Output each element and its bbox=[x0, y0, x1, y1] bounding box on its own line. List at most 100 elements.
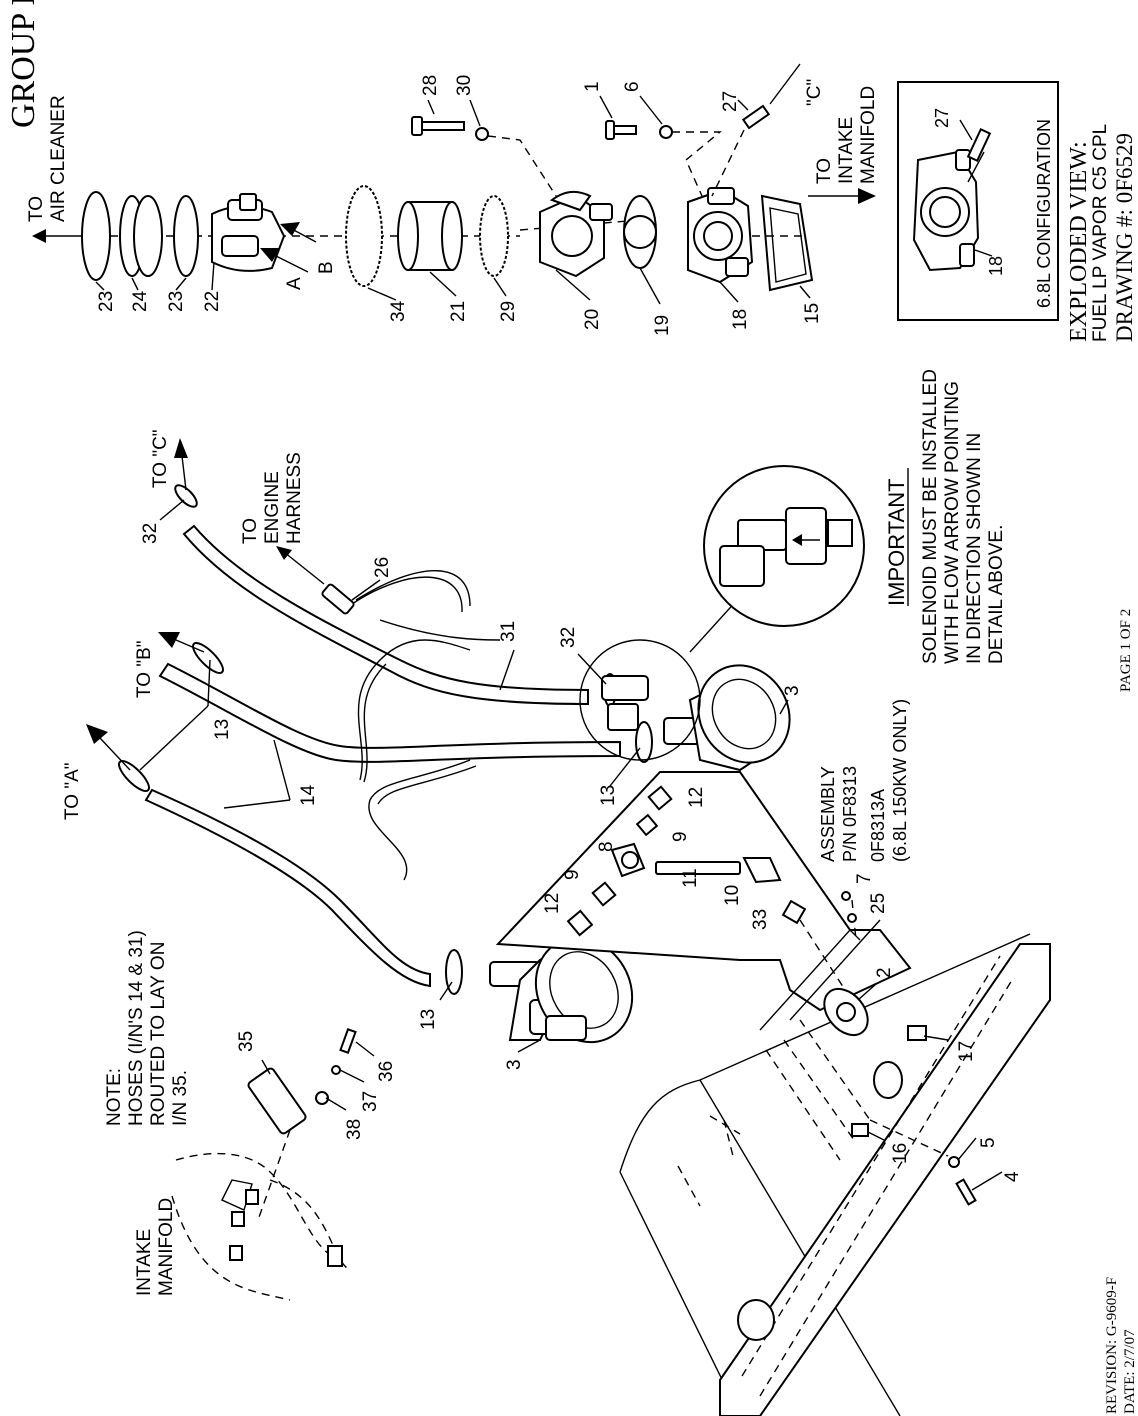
important-4: DETAIL ABOVE. bbox=[986, 525, 1007, 664]
top-leader-lines bbox=[95, 95, 811, 305]
inset-caption: 6.8L CONFIGURATION bbox=[1034, 119, 1054, 308]
important-3: IN DIRECTION SHOWN IN bbox=[964, 433, 985, 664]
solenoid-detail bbox=[689, 465, 865, 653]
part-27: 27 bbox=[720, 91, 741, 112]
important-2: WITH FLOW ARROW POINTING bbox=[942, 381, 963, 664]
part-17: 17 bbox=[956, 1041, 977, 1062]
part-15: 15 bbox=[802, 303, 823, 324]
note-3: ROUTED TO LAY ON bbox=[148, 942, 169, 1126]
part-13b: 13 bbox=[598, 785, 619, 806]
date-label: DATE: 2/7/07 bbox=[1122, 1329, 1138, 1414]
part-34: 34 bbox=[388, 300, 409, 322]
to-harness-2: ENGINE bbox=[262, 471, 283, 544]
inset-part-27: 27 bbox=[932, 108, 952, 128]
part-18: 18 bbox=[730, 309, 751, 330]
to-c: TO "C" bbox=[150, 429, 171, 488]
part-32b: 32 bbox=[558, 627, 579, 648]
part-23b: 23 bbox=[166, 291, 187, 312]
part-20: 20 bbox=[582, 309, 603, 330]
quote-c-label: "C" bbox=[804, 79, 825, 106]
to-air-cleaner-2: AIR CLEANER bbox=[48, 95, 69, 222]
to-air-cleaner-1: TO bbox=[26, 196, 47, 222]
part-22: 22 bbox=[202, 291, 223, 312]
to-intake-1: TO bbox=[814, 158, 835, 184]
part-10: 10 bbox=[722, 885, 743, 906]
note-2: HOSES (I/N'S 14 & 31) bbox=[126, 930, 147, 1126]
part-24: 24 bbox=[130, 290, 151, 312]
part-29: 29 bbox=[498, 301, 519, 322]
part-12b: 12 bbox=[542, 893, 563, 914]
part-6: 6 bbox=[622, 81, 643, 92]
important-1: SOLENOID MUST BE INSTALLED bbox=[920, 369, 941, 664]
middle-callouts: TO "A" TO "B" TO "C" TO ENGINE HARNESS I… bbox=[62, 429, 305, 1296]
lower-leader-lines bbox=[139, 499, 1003, 1191]
hose-note: NOTE: HOSES (I/N'S 14 & 31) ROUTED TO LA… bbox=[104, 930, 191, 1126]
part-5: 5 bbox=[978, 1137, 999, 1148]
intake-adapter-stack bbox=[32, 63, 876, 292]
assembly-1: ASSEMBLY bbox=[818, 766, 838, 862]
part-12a: 12 bbox=[686, 787, 707, 808]
assembly-note: ASSEMBLY P/N 0F8313 0F8313A (6.8L 150KW … bbox=[818, 699, 910, 862]
part-3b: 3 bbox=[504, 1059, 525, 1070]
drawing-number: DRAWING #: 0F6529 bbox=[1112, 133, 1137, 342]
to-a: TO "A" bbox=[62, 763, 83, 820]
to-intake-2: INTAKE bbox=[836, 117, 857, 184]
part-9b: 9 bbox=[562, 869, 583, 880]
product-name: FUEL LP VAPOR C5 CPL bbox=[1090, 124, 1111, 342]
assembly-outline bbox=[495, 771, 912, 1012]
intake-manifold-lower bbox=[171, 1028, 357, 1301]
part-21: 21 bbox=[448, 301, 469, 322]
label-a: A bbox=[284, 277, 305, 290]
inset-6-8l-configuration: 6.8L CONFIGURATION 27 18 bbox=[897, 81, 1059, 321]
group-title: GROUP E bbox=[5, 0, 42, 128]
view-title: EXPLODED VIEW: bbox=[1066, 141, 1092, 342]
part-26: 26 bbox=[372, 557, 393, 578]
part-3a: 3 bbox=[782, 685, 803, 696]
intake-manifold-1: INTAKE bbox=[134, 1229, 155, 1296]
important-title: IMPORTANT bbox=[884, 478, 909, 606]
label-b: B bbox=[316, 261, 337, 274]
top-part-numbers: 23 24 23 22 34 21 29 20 19 18 15 28 30 1… bbox=[96, 75, 823, 336]
part-36: 36 bbox=[376, 1061, 397, 1082]
part-37: 37 bbox=[360, 1091, 381, 1112]
lower-part-numbers: 32 26 31 32 3 13 14 13 12 9 8 9 12 11 10… bbox=[140, 523, 1023, 1182]
to-intake-3: MANIFOLD bbox=[858, 86, 879, 184]
part-32a: 32 bbox=[140, 523, 161, 544]
page-number: PAGE 1 OF 2 bbox=[1118, 609, 1134, 692]
part-2: 2 bbox=[874, 967, 895, 978]
part-9a: 9 bbox=[670, 831, 691, 842]
hose-routing bbox=[144, 524, 621, 988]
part-25: 25 bbox=[868, 893, 889, 914]
part-30: 30 bbox=[454, 75, 475, 96]
to-b: TO "B" bbox=[134, 641, 155, 698]
regulator-lower bbox=[489, 936, 634, 1044]
intake-manifold-2: MANIFOLD bbox=[156, 1198, 177, 1296]
top-callouts: TO AIR CLEANER TO INTAKE MANIFOLD "C" A … bbox=[26, 79, 879, 290]
to-harness-1: TO bbox=[240, 518, 261, 544]
note-1: NOTE: bbox=[104, 1068, 125, 1126]
part-14: 14 bbox=[298, 784, 319, 806]
part-4: 4 bbox=[1002, 1171, 1023, 1182]
part-33: 33 bbox=[750, 909, 771, 930]
assembly-3: 0F8313A bbox=[868, 789, 888, 862]
generator-frame bbox=[619, 919, 1051, 1416]
part-23: 23 bbox=[96, 291, 117, 312]
part-13c: 13 bbox=[418, 1009, 439, 1030]
part-35: 35 bbox=[236, 1031, 257, 1052]
inset-part-18: 18 bbox=[986, 256, 1006, 276]
to-harness-3: HARNESS bbox=[284, 452, 305, 544]
part-13a: 13 bbox=[212, 719, 233, 740]
part-28: 28 bbox=[420, 75, 441, 96]
assembly-2: P/N 0F8313 bbox=[840, 766, 860, 862]
part-31: 31 bbox=[498, 621, 519, 642]
part-11: 11 bbox=[680, 868, 701, 888]
middle-arrows bbox=[86, 438, 205, 771]
part-1: 1 bbox=[582, 81, 603, 92]
part-16: 16 bbox=[890, 1143, 911, 1164]
note-4: I/N 35. bbox=[170, 1070, 191, 1126]
important-note: IMPORTANT SOLENOID MUST BE INSTALLED WIT… bbox=[884, 369, 1007, 664]
part-8: 8 bbox=[596, 841, 617, 852]
part-38: 38 bbox=[344, 1119, 365, 1140]
part-7: 7 bbox=[854, 873, 875, 884]
